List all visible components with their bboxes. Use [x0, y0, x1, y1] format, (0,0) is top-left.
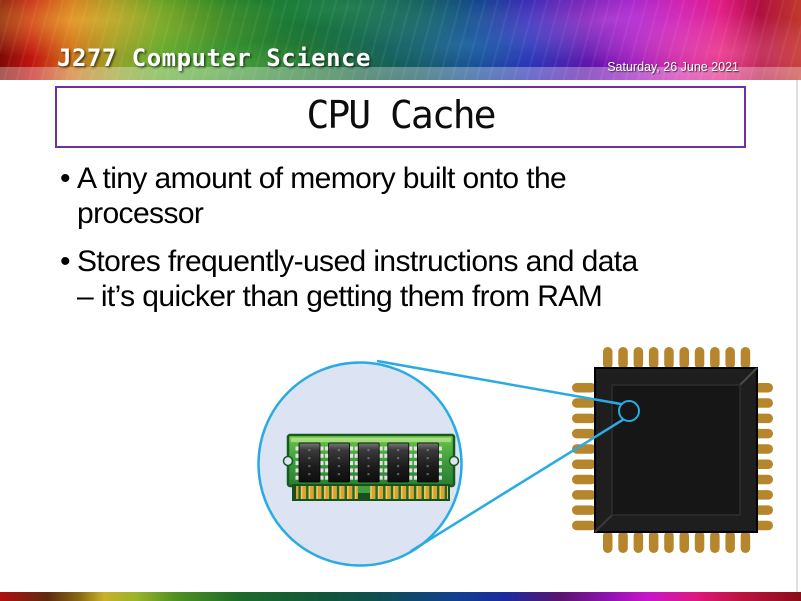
bullet-line: A tiny amount of memory built onto the [77, 162, 567, 195]
callout-line-top [376, 359, 622, 406]
bullet-line: Stores frequently-used instructions and … [77, 245, 638, 278]
ram-edge-pins [296, 486, 358, 499]
bullet-text: Stores frequently-used instructions and … [77, 244, 765, 314]
header-banner: J277 Computer Science Saturday, 26 June … [0, 0, 801, 80]
bullet-text: A tiny amount of memory built onto the p… [77, 161, 765, 231]
callout [376, 359, 640, 553]
cpu-pins [572, 347, 773, 553]
bullet-line: processor [77, 197, 204, 230]
ram-memory-chip [295, 442, 324, 483]
callout-line-bottom [410, 417, 625, 553]
course-title: J277 Computer Science [57, 44, 371, 72]
ram-memory-chip [383, 442, 413, 483]
bullet-item: • Stores frequently-used instructions an… [60, 244, 765, 314]
cache-illustration [257, 347, 773, 567]
ram-memory-chip [324, 442, 354, 483]
bullet-line: – it’s quicker than getting them from RA… [77, 280, 603, 313]
ram-edge-pins [370, 486, 448, 499]
slide-date: Saturday, 26 June 2021 [607, 60, 739, 74]
page-title: CPU Cache [306, 93, 497, 137]
cpu-die-face [611, 384, 741, 516]
slide-right-edge [796, 80, 798, 592]
cache-location-marker [618, 400, 640, 422]
ram-memory-chip [413, 442, 443, 483]
banner-highlight-band [0, 67, 801, 80]
bullet-marker: • [60, 245, 71, 278]
ram-memory-chip [354, 442, 384, 483]
cpu-chip [572, 347, 773, 553]
bullet-item: • A tiny amount of memory built onto the… [60, 161, 765, 231]
bullet-marker: • [60, 162, 71, 195]
bullet-list: • A tiny amount of memory built onto the… [60, 161, 765, 327]
footer-bar [0, 592, 801, 601]
ram-module [282, 433, 460, 501]
title-box: CPU Cache [55, 86, 746, 148]
